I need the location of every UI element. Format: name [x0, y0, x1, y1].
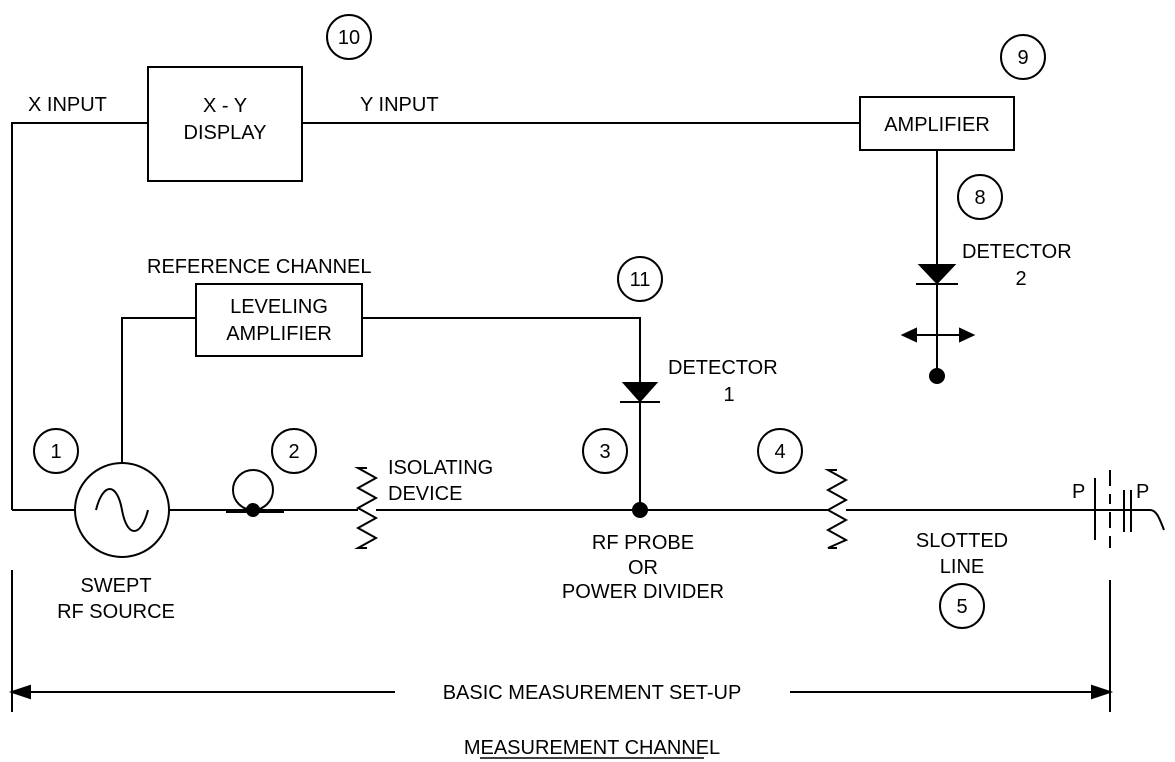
callout-5: 5: [956, 596, 967, 618]
swept-rf-source: [74, 462, 170, 558]
xy-display-block: X - Y DISPLAY: [147, 66, 303, 182]
detector2-diode-icon: [916, 264, 958, 285]
isolating-device-label-1: ISOLATING: [388, 457, 493, 479]
detector2-label-2: 2: [1015, 268, 1026, 290]
callout-3: 3: [599, 441, 610, 463]
coupler-dot: [246, 503, 260, 517]
coupler-symbol: [226, 469, 284, 517]
leveling-wire-right: [362, 317, 641, 510]
isolating-resistor-icon: [354, 467, 379, 549]
detector1-label-1: DETECTOR: [668, 357, 778, 379]
callout-10: 10: [338, 27, 360, 49]
callout-10-circle: [326, 14, 372, 60]
callout-8-circle: [957, 174, 1003, 220]
callout-4-circle: [757, 428, 803, 474]
port-connector: [1094, 470, 1165, 548]
leveling-amplifier-box: [195, 283, 363, 357]
x-input-wire: [11, 122, 148, 510]
x-input-label: X INPUT: [28, 94, 107, 116]
callout-8: 8: [974, 187, 985, 209]
xy-display-label-1: X - Y: [203, 95, 247, 117]
port-p-left: P: [1072, 481, 1085, 503]
callout-4: 4: [774, 441, 785, 463]
detector2-label-1: DETECTOR: [962, 241, 1072, 263]
callout-5-circle: [939, 583, 985, 629]
callout-9-circle: [1000, 34, 1046, 80]
detector1-label-2: 1: [723, 384, 734, 406]
y-input-label: Y INPUT: [360, 94, 439, 116]
callout-1-circle: [33, 428, 79, 474]
amplifier-box: [859, 96, 1015, 151]
callout-2-circle: [271, 428, 317, 474]
probe-tip-dot: [929, 368, 945, 384]
callout-9: 9: [1017, 47, 1028, 69]
left-arrowhead: [8, 684, 31, 700]
callout-2: 2: [288, 441, 299, 463]
reference-channel-label: REFERENCE CHANNEL: [147, 256, 371, 278]
wiring: [11, 122, 1140, 511]
amplifier-block: AMPLIFIER: [859, 96, 1015, 151]
text-labels: X INPUT Y INPUT REFERENCE CHANNEL DETECT…: [28, 94, 1149, 759]
port-p-right: P: [1136, 481, 1149, 503]
leveling-wire-left: [121, 317, 196, 464]
callout-11: 11: [630, 269, 651, 291]
sine-wave-icon: [95, 488, 149, 532]
callout-3-circle: [582, 428, 628, 474]
leveling-amplifier-label-1: LEVELING: [230, 296, 328, 318]
slotted-line-label-2: LINE: [940, 556, 984, 578]
swept-source-label-1: SWEPT: [80, 575, 151, 597]
callout-1: 1: [50, 441, 61, 463]
leveling-amplifier-label-2: AMPLIFIER: [226, 323, 332, 345]
isolating-device-label-2: DEVICE: [388, 483, 462, 505]
rf-probe-label-2: OR: [628, 557, 658, 579]
probe-double-arrow-icon: [900, 327, 976, 343]
setup-dimension: [8, 570, 1114, 712]
load-resistor-icon: [824, 469, 849, 549]
callout-11-circle: [617, 256, 663, 302]
leveling-amplifier-block: LEVELING AMPLIFIER: [195, 283, 363, 357]
right-arrowhead: [1091, 684, 1114, 700]
rf-probe-junction: [632, 502, 648, 518]
amplifier-label: AMPLIFIER: [884, 114, 990, 136]
measurement-channel-title: MEASUREMENT CHANNEL: [464, 737, 720, 759]
xy-display-box: [147, 66, 303, 182]
rf-probe-label-1: RF PROBE: [592, 532, 694, 554]
detector1-diode-icon: [620, 382, 660, 403]
swept-source-label-2: RF SOURCE: [57, 601, 175, 623]
basic-setup-label: BASIC MEASUREMENT SET-UP: [443, 682, 742, 704]
xy-display-label-2: DISPLAY: [184, 122, 267, 144]
slotted-line-label-1: SLOTTED: [916, 530, 1008, 552]
rf-probe-label-3: POWER DIVIDER: [562, 581, 724, 603]
callouts: 10 9 8 11 1 2 3 4 5: [33, 14, 1046, 629]
